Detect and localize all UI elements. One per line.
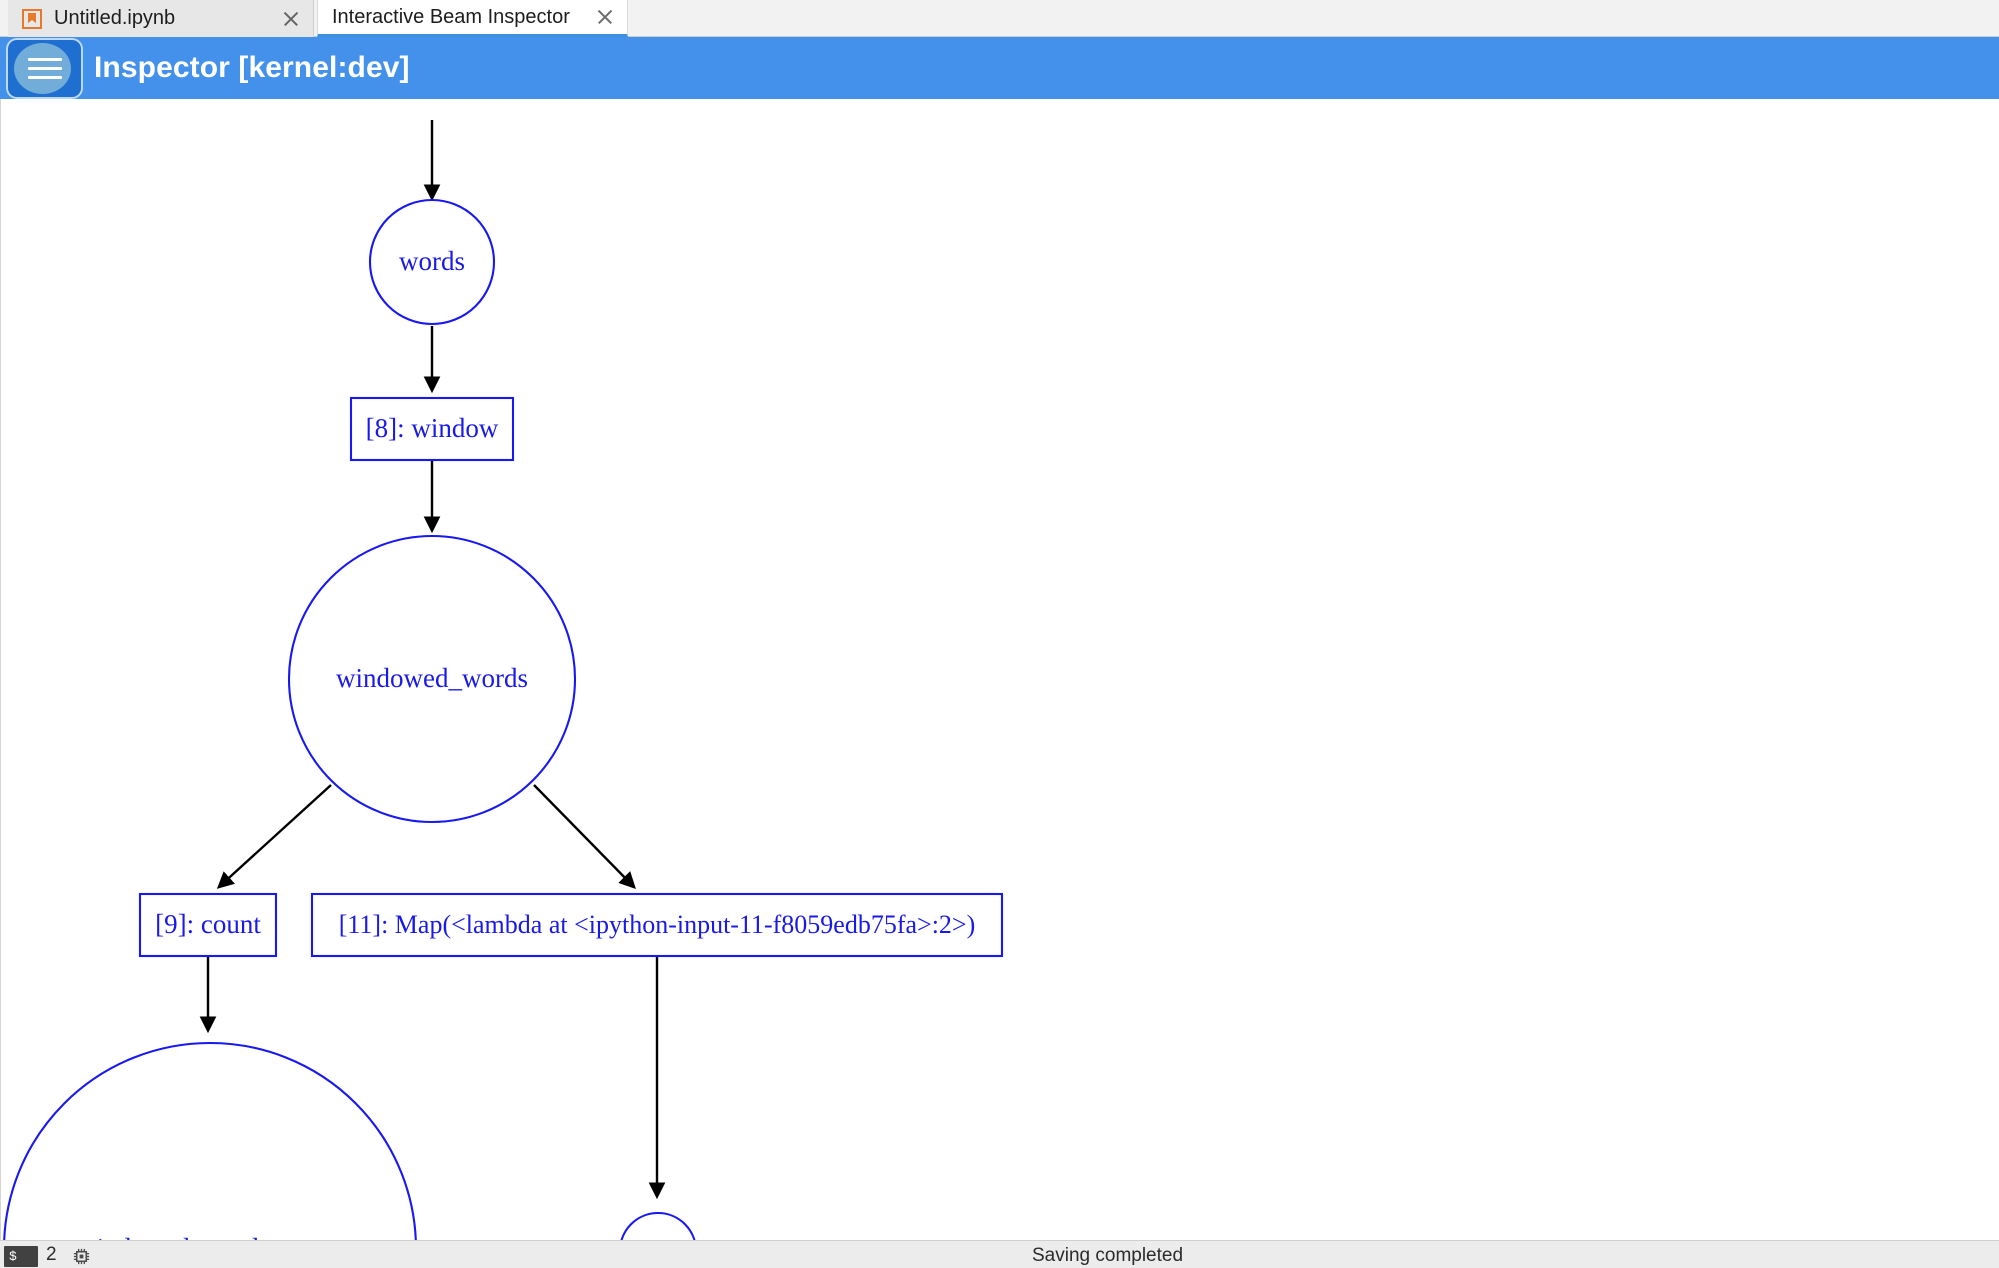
edge-windowed-to-count [216,784,332,889]
graph-node-windowed-word-counts[interactable]: windowed_word_counts [3,1042,417,1240]
graph-node-windowed-words[interactable]: windowed_words [287,534,577,824]
tab-bar: Untitled.ipynb Interactive Beam Inspecto… [0,0,1999,37]
node-shape-circle [287,534,577,824]
node-shape-circle [620,1211,696,1240]
node-label: windowed_words [336,663,528,693]
beam-pipeline-graph[interactable]: words [8]: window windowed_words [9]: co… [0,99,1999,1240]
node-label: words [399,246,465,276]
graph-node-count[interactable]: [9]: count [138,892,278,958]
node-shape-rect [138,892,278,958]
kernel-count: 2 [46,1244,57,1265]
node-shape-circle [368,198,496,326]
close-icon[interactable] [281,9,301,29]
node-label: [11]: Map(<lambda at <ipython-input-11-f… [339,910,976,939]
node-label: [8]: window [366,413,499,443]
notebook-icon [22,8,42,29]
inspector-header: Inspector [kernel:dev] [0,37,1999,99]
close-icon[interactable] [595,7,615,27]
page-title: Inspector [kernel:dev] [94,51,410,84]
node-shape-rect [310,892,1004,958]
status-bar: $ 2 Saving completed [0,1240,1999,1268]
hamburger-menu-icon[interactable] [8,40,81,97]
kernel-chip-icon[interactable] [72,1247,91,1266]
graph-edges [199,120,666,1200]
status-message: Saving completed [1032,1245,1184,1266]
graph-node-words[interactable]: words [368,198,496,326]
node-label: [9]: count [155,909,261,939]
tab-label: Untitled.ipynb [54,7,176,29]
graph-node-window[interactable]: [8]: window [349,396,515,462]
terminal-prompt: $ [9,1249,17,1264]
node-shape-circle [3,1042,417,1240]
edge-windowed-to-map [533,784,636,889]
graph-node-map[interactable]: [11]: Map(<lambda at <ipython-input-11-f… [310,892,1004,958]
terminal-icon[interactable]: $ [4,1246,38,1267]
graph-node-unnamed[interactable] [620,1211,696,1240]
menu-bars [28,58,62,80]
node-shape-rect [349,396,515,462]
tab-label: Interactive Beam Inspector [332,5,570,28]
tab-untitled-ipynb[interactable]: Untitled.ipynb [8,0,314,37]
tab-interactive-beam-inspector[interactable]: Interactive Beam Inspector [317,0,628,37]
node-label: windowed_word_counts [77,1233,342,1240]
